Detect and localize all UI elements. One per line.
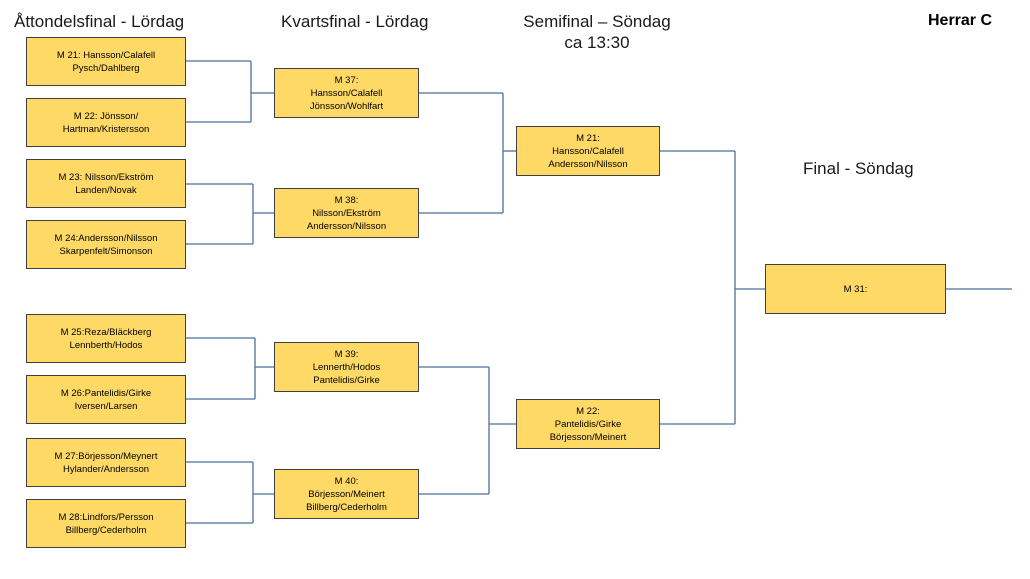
match-box-r16-8: M 28:Lindfors/Persson Billberg/Cederholm bbox=[26, 499, 186, 548]
match-line: M 31: bbox=[843, 283, 868, 295]
round-heading-final: Final - Söndag bbox=[803, 159, 914, 178]
match-line: Lennberth/Hodos bbox=[69, 339, 143, 351]
match-line: Hartman/Kristersson bbox=[62, 123, 150, 135]
match-line: M 22: bbox=[576, 405, 600, 417]
match-box-r16-3: M 23: Nilsson/Ekström Landen/Novak bbox=[26, 159, 186, 208]
round-heading-sf: Semifinal – Söndag ca 13:30 bbox=[517, 11, 677, 53]
match-box-qf-3: M 39: Lennerth/Hodos Pantelidis/Girke bbox=[274, 342, 419, 392]
match-line: Skarpenfelt/Simonson bbox=[59, 245, 153, 257]
match-line: Pysch/Dahlberg bbox=[72, 62, 140, 74]
match-line: Pantelidis/Girke bbox=[313, 374, 380, 386]
match-box-r16-4: M 24:Andersson/Nilsson Skarpenfelt/Simon… bbox=[26, 220, 186, 269]
match-line: M 23: Nilsson/Ekström bbox=[58, 171, 154, 183]
match-line: Jönsson/Wohlfart bbox=[309, 100, 384, 112]
match-line: Börjesson/Meinert bbox=[549, 431, 627, 443]
match-line: Iversen/Larsen bbox=[74, 400, 138, 412]
match-box-final: M 31: bbox=[765, 264, 946, 314]
match-line: Billberg/Cederholm bbox=[65, 524, 147, 536]
match-line: M 22: Jönsson/ bbox=[73, 110, 139, 122]
match-line: M 21: bbox=[576, 132, 600, 144]
match-box-qf-1: M 37: Hansson/Calafell Jönsson/Wohlfart bbox=[274, 68, 419, 118]
round-heading-sf-line2: ca 13:30 bbox=[564, 33, 630, 52]
match-box-sf-1: M 21: Hansson/Calafell Andersson/Nilsson bbox=[516, 126, 660, 176]
match-line: Andersson/Nilsson bbox=[548, 158, 628, 170]
match-line: M 28:Lindfors/Persson bbox=[58, 511, 154, 523]
match-box-qf-4: M 40: Börjesson/Meinert Billberg/Cederho… bbox=[274, 469, 419, 519]
match-box-r16-7: M 27:Börjesson/Meynert Hylander/Andersso… bbox=[26, 438, 186, 487]
match-line: Hylander/Andersson bbox=[62, 463, 150, 475]
match-line: M 37: bbox=[334, 74, 359, 86]
round-heading-qf: Kvartsfinal - Lördag bbox=[281, 12, 429, 31]
match-line: M 24:Andersson/Nilsson bbox=[54, 232, 158, 244]
match-line: Landen/Novak bbox=[75, 184, 137, 196]
match-line: Hansson/Calafell bbox=[310, 87, 383, 99]
match-line: M 38: bbox=[334, 194, 359, 206]
match-box-sf-2: M 22: Pantelidis/Girke Börjesson/Meinert bbox=[516, 399, 660, 449]
match-line: M 40: bbox=[334, 475, 359, 487]
match-line: Lennerth/Hodos bbox=[312, 361, 381, 373]
match-line: Pantelidis/Girke bbox=[554, 418, 622, 430]
match-box-r16-2: M 22: Jönsson/ Hartman/Kristersson bbox=[26, 98, 186, 147]
match-box-r16-6: M 26:Pantelidis/Girke Iversen/Larsen bbox=[26, 375, 186, 424]
match-line: M 26:Pantelidis/Girke bbox=[60, 387, 152, 399]
round-heading-r16: Åttondelsfinal - Lördag bbox=[14, 12, 185, 31]
match-line: Börjesson/Meinert bbox=[308, 488, 385, 500]
match-box-qf-2: M 38: Nilsson/Ekström Andersson/Nilsson bbox=[274, 188, 419, 238]
match-line: M 21: Hansson/Calafell bbox=[56, 49, 156, 61]
match-line: Billberg/Cederholm bbox=[306, 501, 387, 513]
bracket-title: Herrar C bbox=[928, 12, 993, 29]
match-line: Andersson/Nilsson bbox=[306, 220, 387, 232]
match-line: Nilsson/Ekström bbox=[312, 207, 381, 219]
round-heading-sf-line1: Semifinal – Söndag bbox=[523, 12, 671, 31]
match-line: M 25:Reza/Bläckberg bbox=[60, 326, 152, 338]
match-box-r16-5: M 25:Reza/Bläckberg Lennberth/Hodos bbox=[26, 314, 186, 363]
match-box-r16-1: M 21: Hansson/Calafell Pysch/Dahlberg bbox=[26, 37, 186, 86]
match-line: M 39: bbox=[334, 348, 359, 360]
match-line: M 27:Börjesson/Meynert bbox=[54, 450, 158, 462]
match-line: Hansson/Calafell bbox=[552, 145, 624, 157]
